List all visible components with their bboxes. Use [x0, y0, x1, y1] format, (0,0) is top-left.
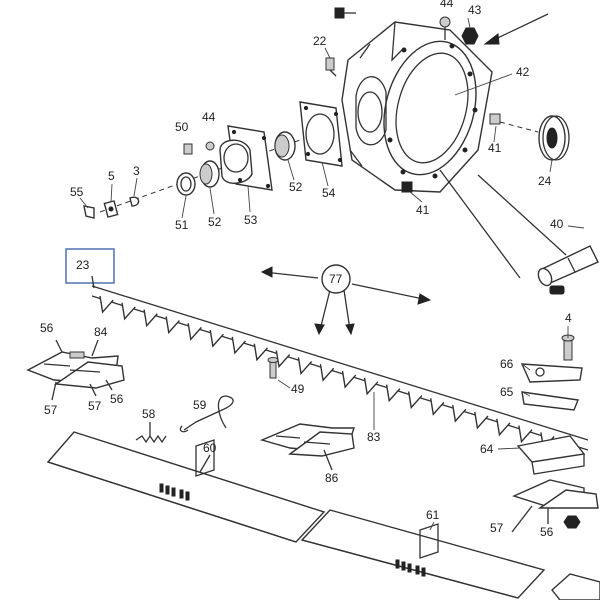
guard-assembly-left — [26, 351, 125, 389]
knife-section — [341, 370, 357, 389]
callout-52-right: 52 — [289, 180, 303, 194]
callout-40: 40 — [550, 217, 564, 231]
arrow-77 — [260, 266, 432, 336]
knife-section — [429, 398, 445, 416]
callout-41-upper: 41 — [488, 141, 502, 155]
callout-44: 44 — [440, 0, 454, 10]
knife-section — [121, 302, 136, 321]
drive-shaft-40 — [537, 245, 599, 287]
bolt-50-44 — [183, 141, 215, 155]
knife-section — [319, 364, 335, 382]
shield-partial-right — [551, 573, 600, 601]
knife-section — [297, 357, 313, 375]
leader-line — [439, 169, 521, 279]
leader-lines — [79, 17, 585, 531]
callout-54: 54 — [322, 186, 336, 200]
spring-clip-59 — [179, 395, 234, 433]
knife-section — [275, 350, 291, 369]
callout-86: 86 — [325, 471, 339, 485]
callout-41-lower: 41 — [416, 203, 430, 217]
callout-61: 61 — [426, 508, 440, 522]
callout-4: 4 — [565, 311, 572, 325]
callout-64: 64 — [480, 442, 494, 456]
callout-23: 23 — [76, 258, 90, 272]
pin-49 — [267, 357, 279, 379]
bearing-52-upper — [274, 131, 296, 161]
knife-section — [231, 336, 247, 355]
callout-53: 53 — [244, 213, 258, 227]
flange-54 — [299, 101, 343, 167]
seal-51 — [176, 172, 196, 196]
knife-section — [187, 323, 202, 341]
callout-77: 77 — [329, 272, 343, 286]
callout-52-left: 52 — [208, 215, 222, 229]
plug-41-lower — [401, 181, 413, 193]
plug-41-upper — [489, 113, 501, 125]
callout-83: 83 — [367, 430, 381, 444]
guard-86 — [259, 423, 355, 457]
knife-section — [143, 309, 158, 328]
callout-56-lower-left: 56 — [110, 392, 124, 406]
housing-53 — [219, 125, 273, 191]
callout-57-right: 57 — [490, 521, 504, 535]
callout-57-mid: 57 — [88, 399, 102, 413]
callout-57-left: 57 — [44, 403, 58, 417]
callout-56-upper-left: 56 — [40, 321, 54, 335]
plate-65 — [521, 391, 579, 411]
callout-3: 3 — [133, 164, 140, 178]
callout-50: 50 — [175, 120, 189, 134]
knife-section — [363, 377, 379, 396]
callout-65: 65 — [500, 385, 514, 399]
callout-43: 43 — [468, 3, 482, 17]
callout-55: 55 — [70, 185, 84, 199]
callout-59: 59 — [193, 398, 207, 412]
bearing-52-lower — [199, 160, 220, 188]
bearing-24 — [538, 115, 570, 161]
guard-assembly-right — [512, 479, 599, 529]
callout-51: 51 — [175, 218, 189, 232]
callout-84: 84 — [94, 325, 108, 339]
knife-section — [496, 418, 511, 437]
callout-42: 42 — [516, 65, 530, 79]
callout-56-right: 56 — [540, 525, 554, 539]
knife-section — [209, 329, 224, 348]
shield-61 — [300, 509, 546, 599]
clip-5-3 — [83, 196, 140, 219]
spring-58 — [135, 422, 167, 444]
knife-section — [474, 411, 489, 430]
shield-60 — [46, 431, 326, 543]
callout-49: 49 — [291, 382, 305, 396]
callout-22: 22 — [313, 34, 327, 48]
clamp-66 — [520, 363, 583, 383]
knife-section — [99, 295, 114, 314]
holder-64 — [516, 435, 586, 475]
knife-section — [165, 316, 180, 335]
highlight-box-23 — [65, 248, 115, 284]
callout-44-lower: 44 — [202, 110, 216, 124]
knife-section — [253, 343, 269, 362]
cutter-bar-83 — [91, 285, 589, 457]
callout-66: 66 — [500, 357, 514, 371]
nut-43 — [439, 16, 479, 45]
callout-60: 60 — [203, 441, 217, 455]
callout-24: 24 — [538, 174, 552, 188]
knife-section — [407, 391, 423, 410]
knife-section — [518, 425, 533, 444]
knife-section — [385, 384, 401, 403]
bolt-22 — [325, 7, 356, 77]
knife-section — [452, 404, 467, 423]
callout-circle-77 — [321, 264, 351, 294]
gearbox-housing — [341, 21, 493, 193]
callout-5: 5 — [108, 169, 115, 183]
callout-58: 58 — [142, 407, 156, 421]
